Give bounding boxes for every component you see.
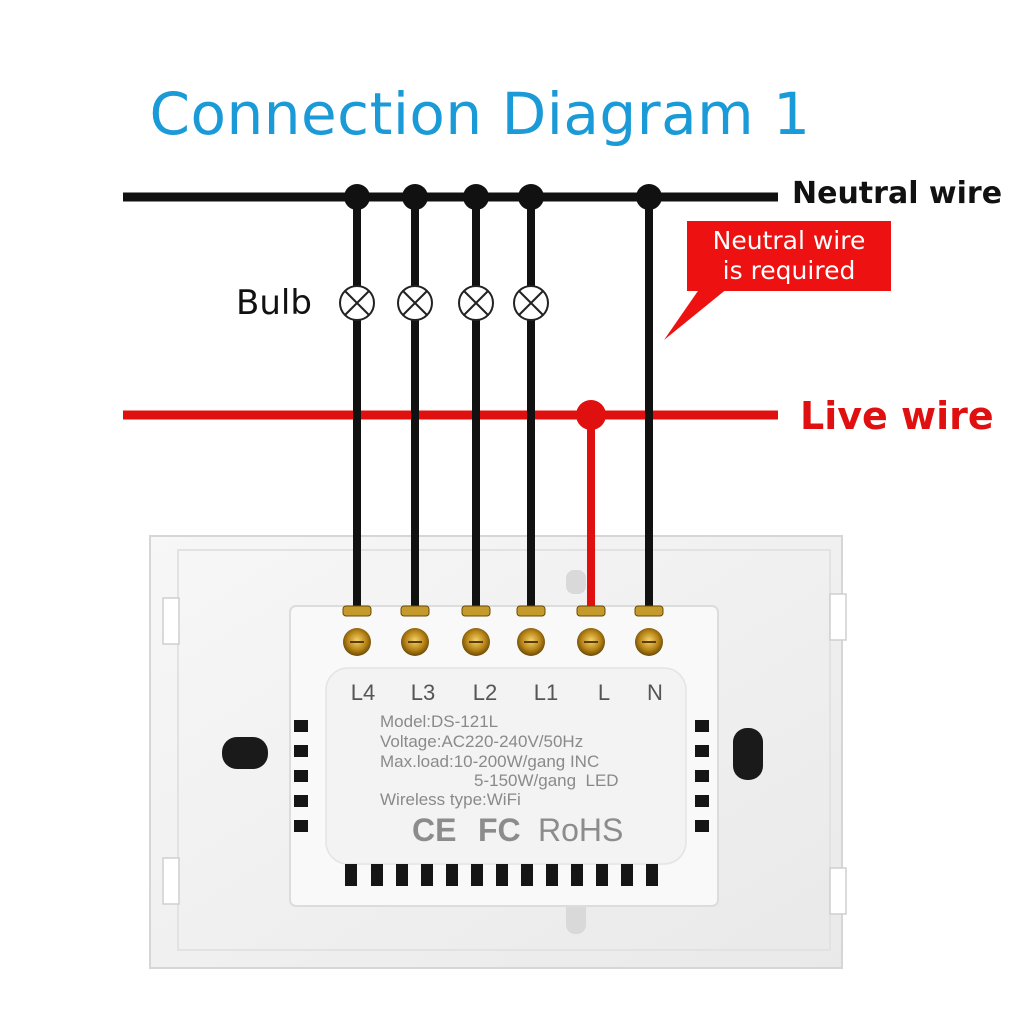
clamp [576, 605, 606, 617]
callout-line-2: is required [722, 256, 856, 285]
vent [294, 820, 308, 832]
bulb-label: Bulb [236, 283, 312, 323]
vent [421, 864, 433, 886]
vent [571, 864, 583, 886]
vent [496, 864, 508, 886]
junction-dot [344, 184, 370, 210]
switch-module [289, 605, 719, 907]
top-notch [566, 570, 586, 594]
ce-mark: CE [412, 812, 457, 848]
junction-dot [518, 184, 544, 210]
vent [546, 864, 558, 886]
left-mount-hole [222, 737, 268, 769]
bulb-icon [458, 285, 494, 321]
fc-mark: FC [478, 812, 521, 848]
junction-dots [344, 184, 662, 430]
clamp [516, 605, 546, 617]
screw-icon [635, 628, 663, 656]
vent [294, 720, 308, 732]
terminal-label-l2: L2 [472, 680, 498, 705]
terminal-clamps [342, 605, 664, 617]
vent [621, 864, 633, 886]
vent [695, 745, 709, 757]
neutral-wire-label: Neutral wire [792, 176, 1003, 211]
clamp [342, 605, 372, 617]
junction-dot-live [576, 400, 606, 430]
terminal-label-l4: L4 [350, 680, 376, 705]
vent [695, 770, 709, 782]
spec-maxload-led: 5-150W/gang LED [474, 771, 619, 790]
terminal-label-l3: L3 [410, 680, 436, 705]
terminal-screws [343, 628, 663, 656]
screw-icon [343, 628, 371, 656]
screw-icon [462, 628, 490, 656]
drop-wires [353, 197, 653, 610]
right-mount-hole [733, 728, 763, 780]
clamp [634, 605, 664, 617]
vent [695, 820, 709, 832]
spec-model: Model:DS-121L [380, 712, 499, 731]
callout-box [687, 221, 891, 291]
vent [294, 745, 308, 757]
left-clip-top [162, 597, 180, 645]
terminal-label-n: N [647, 680, 663, 705]
vent [294, 795, 308, 807]
junction-dot [463, 184, 489, 210]
vent [695, 720, 709, 732]
vents-left [294, 720, 308, 832]
screw-icon [577, 628, 605, 656]
bulb-icon [513, 285, 549, 321]
screw-icon [401, 628, 429, 656]
rohs-mark: RoHS [538, 812, 624, 848]
right-clip-top [829, 593, 847, 641]
vents-right [695, 720, 709, 832]
bulb-icon [397, 285, 433, 321]
bulb-icon [339, 285, 375, 321]
right-clip-bottom [829, 867, 847, 915]
vent [521, 864, 533, 886]
switch-plate-inner-rim [177, 549, 831, 951]
neutral-required-callout: Neutral wire is required [687, 221, 891, 291]
screw-icon [517, 628, 545, 656]
clamp [400, 605, 430, 617]
bottom-notch [566, 900, 586, 934]
junction-dot [636, 184, 662, 210]
vent [396, 864, 408, 886]
callout-pointer [664, 288, 728, 340]
diagram-title: Connection Diagram 1 [149, 80, 811, 148]
clamp [461, 605, 491, 617]
vent [371, 864, 383, 886]
vent [596, 864, 608, 886]
left-clip-bottom [162, 857, 180, 905]
vents-bottom [345, 864, 658, 886]
terminal-label-l1: L1 [533, 680, 559, 705]
vent [646, 864, 658, 886]
vent [471, 864, 483, 886]
vent [446, 864, 458, 886]
callout-line-1: Neutral wire [712, 226, 866, 255]
vent [695, 795, 709, 807]
spec-maxload: Max.load:10-200W/gang INC [380, 752, 600, 771]
vent [345, 864, 357, 886]
spec-voltage: Voltage:AC220-240V/50Hz [380, 732, 584, 751]
vent [294, 770, 308, 782]
junction-dot [402, 184, 428, 210]
live-wire-label: Live wire [800, 394, 994, 438]
spec-wireless: Wireless type:WiFi [380, 790, 521, 809]
terminal-label-l: L [597, 680, 611, 705]
bulbs [339, 285, 549, 321]
